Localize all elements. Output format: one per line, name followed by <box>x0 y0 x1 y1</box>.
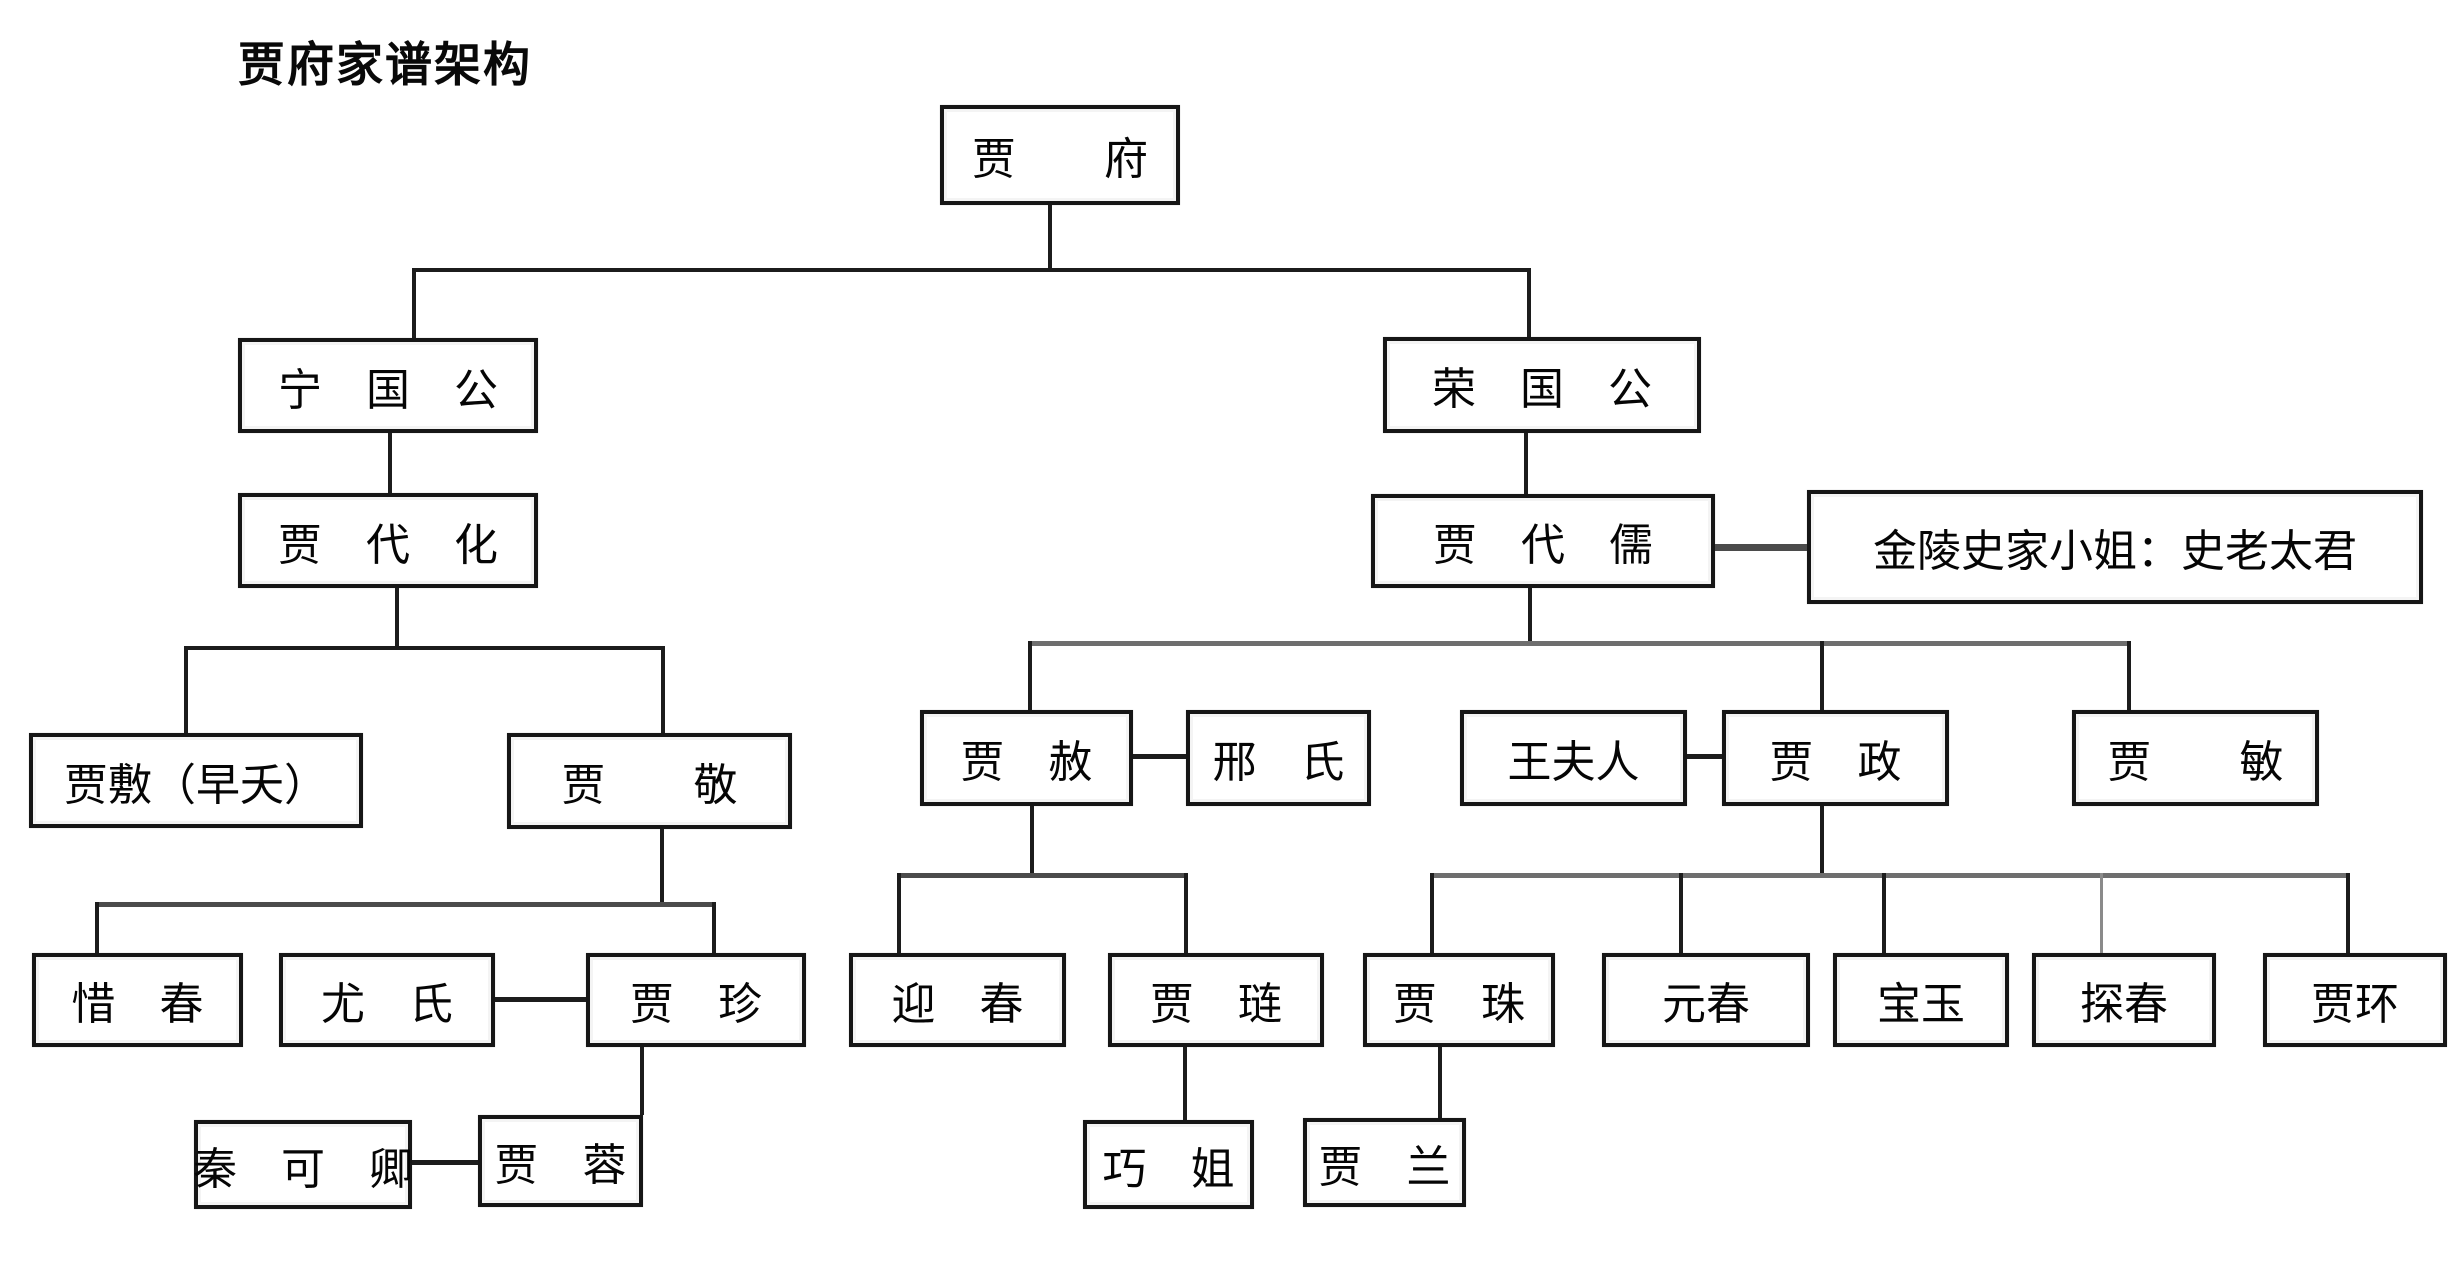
node-xing-shi: 邢 氏 <box>1186 710 1371 806</box>
node-jia-mansion: 贾 府 <box>940 105 1180 205</box>
node-jia-daihua: 贾 代 化 <box>238 493 538 588</box>
edge-daihua-bar <box>184 646 665 650</box>
node-lady-shi: 金陵史家小姐：史老太君 <box>1807 490 2423 604</box>
edge-jiashe-bar <box>897 873 1188 878</box>
node-jia-lan: 贾 兰 <box>1303 1118 1466 1207</box>
node-jia-min: 贾 敏 <box>2072 710 2319 806</box>
node-jia-zhen: 贾 珍 <box>586 953 806 1047</box>
edge-jiazheng-stem <box>1820 806 1824 873</box>
edge-dairu-stem <box>1528 588 1532 641</box>
edge-jiazheng-bar <box>1430 873 2350 878</box>
edge-to-jia-huan <box>2346 873 2350 953</box>
edge-to-jia-fu-early <box>184 646 188 733</box>
edge-gen2-bar <box>412 268 1531 272</box>
edge-to-yuan-chun <box>1679 873 1683 953</box>
edge-to-jia-she <box>1028 641 1032 710</box>
node-jia-fu-early: 贾敷（早夭） <box>29 733 363 828</box>
edge-to-jia-zhu <box>1430 873 1434 953</box>
node-tan-chun: 探春 <box>2032 953 2216 1047</box>
node-duke-ningguo: 宁 国 公 <box>238 338 538 433</box>
edge-jialian-to-qiaojie <box>1183 1047 1187 1120</box>
edge-to-jia-zhen <box>712 902 716 953</box>
edge-ningguo-to-daihua <box>388 433 392 493</box>
node-jia-zheng: 贾 政 <box>1722 710 1949 806</box>
node-wang-furen: 王夫人 <box>1460 710 1687 806</box>
node-you-shi: 尤 氏 <box>279 953 495 1047</box>
edge-jiajing-stem <box>660 829 664 902</box>
edge-to-jia-jing <box>661 646 665 733</box>
edge-to-ying-chun <box>897 873 901 953</box>
node-bao-yu: 宝玉 <box>1833 953 2009 1047</box>
edge-to-duke-rongguo <box>1527 268 1531 337</box>
node-jia-huan: 贾环 <box>2263 953 2447 1047</box>
node-yuan-chun: 元春 <box>1602 953 1810 1047</box>
edge-jiashe-xingshi <box>1133 754 1186 759</box>
edge-to-xi-chun <box>95 902 99 953</box>
node-duke-rongguo: 荣 国 公 <box>1383 337 1701 433</box>
edge-jiajing-bar <box>95 902 716 907</box>
edge-qinkeqing-jiarong <box>412 1160 478 1165</box>
edge-daihua-stem <box>395 588 399 646</box>
edge-dairu-ladyshi <box>1715 544 1807 551</box>
edge-to-tan-chun <box>2100 873 2103 953</box>
edge-to-jia-lian <box>1184 873 1188 953</box>
node-jia-jing: 贾 敬 <box>507 733 792 829</box>
edge-jia-mansion-stem <box>1048 205 1052 270</box>
edge-to-duke-ningguo <box>412 268 416 338</box>
edge-jiazhen-to-jiarong <box>640 1047 644 1115</box>
edge-to-jia-zheng <box>1820 641 1824 710</box>
node-jia-dairu: 贾 代 儒 <box>1371 494 1715 588</box>
edge-to-bao-yu <box>1882 873 1886 953</box>
node-jia-zhu: 贾 珠 <box>1363 953 1555 1047</box>
edge-wangfuren-jiazheng <box>1687 754 1722 759</box>
node-qiao-jie: 巧 姐 <box>1083 1120 1254 1209</box>
edge-youshi-jiazhen <box>495 997 586 1002</box>
edge-jiazhu-to-jialan <box>1438 1047 1442 1118</box>
node-jia-lian: 贾 琏 <box>1108 953 1324 1047</box>
node-jia-rong: 贾 蓉 <box>478 1115 643 1207</box>
edge-to-jia-min <box>2127 641 2131 710</box>
edge-dairu-bar <box>1028 641 2131 646</box>
node-ying-chun: 迎 春 <box>849 953 1066 1047</box>
node-qin-keqing: 秦 可 卿 <box>193 1120 413 1209</box>
edge-rongguo-to-dairu <box>1524 433 1528 494</box>
node-xi-chun: 惜 春 <box>32 953 243 1047</box>
page-title: 贾府家谱架构 <box>238 38 532 91</box>
edge-jiashe-stem <box>1030 806 1034 873</box>
node-jia-she: 贾 赦 <box>920 710 1133 806</box>
